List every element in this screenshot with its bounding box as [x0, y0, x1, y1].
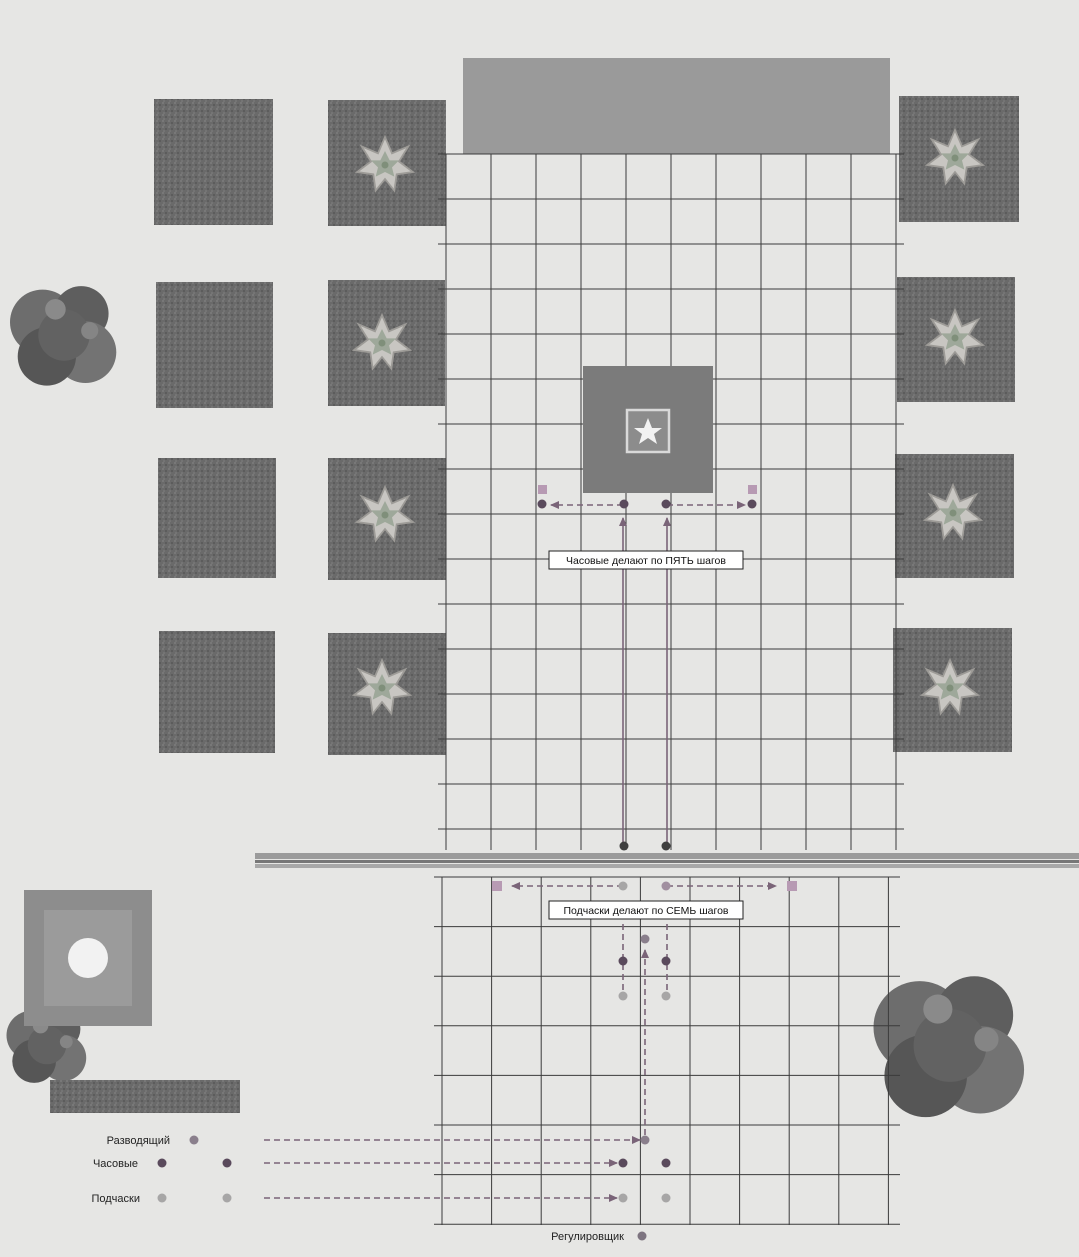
flower-bed	[328, 458, 446, 580]
sentry-dot	[619, 957, 628, 966]
flower-bed	[899, 96, 1019, 222]
legend-traffic-controller-dot	[638, 1232, 647, 1241]
flower-bed	[895, 454, 1014, 578]
sentry-dot	[748, 500, 757, 509]
sentry-dot	[620, 500, 629, 509]
turn-marker	[748, 485, 757, 494]
legend-sentry-dot	[158, 1159, 167, 1168]
fountain-icon	[68, 938, 108, 978]
flower-bed	[328, 280, 445, 406]
legend-assistant-dot	[223, 1194, 232, 1203]
annotation-sentries-text: Часовые делают по ПЯТЬ шагов	[566, 555, 726, 567]
sentry-dot	[662, 1159, 671, 1168]
flower-bed	[897, 277, 1015, 402]
assistant-dot	[662, 1194, 671, 1203]
assistant-dot	[662, 882, 671, 891]
legend-traffic-controller: Регулировщик	[551, 1231, 624, 1243]
lawn-square	[159, 631, 275, 753]
assistant-dot	[619, 1194, 628, 1203]
sentry-dot	[538, 500, 547, 509]
tree-icon	[874, 976, 1025, 1117]
flower-bed	[328, 633, 446, 755]
flower-bed	[893, 628, 1012, 752]
sentry-dot	[662, 957, 671, 966]
annotation-assistants: Подчаски делают по СЕМЬ шагов	[549, 901, 743, 919]
annotation-sentries: Часовые делают по ПЯТЬ шагов	[549, 551, 743, 569]
turn-marker	[492, 881, 502, 891]
separator-band	[255, 853, 1079, 868]
flower-bed	[328, 100, 446, 226]
lawn-square	[156, 282, 273, 408]
sentry-dot	[662, 500, 671, 509]
legend-guard-commander: Разводящий	[107, 1135, 170, 1147]
turn-marker	[538, 485, 547, 494]
guard-commander-dot	[641, 1136, 650, 1145]
tree-icon	[10, 286, 116, 385]
guard-commander-dot	[641, 935, 650, 944]
sentry-dot	[619, 1159, 628, 1168]
turn-marker	[787, 881, 797, 891]
monument	[583, 366, 713, 493]
sentry-dot	[620, 842, 629, 851]
lawn-square	[154, 99, 273, 225]
lawn-square	[158, 458, 276, 578]
legend-sentry-dot	[223, 1159, 232, 1168]
legend-assistants: Подчаски	[91, 1193, 140, 1205]
annotation-assistants-text: Подчаски делают по СЕМЬ шагов	[563, 905, 728, 917]
assistant-dot	[619, 992, 628, 1001]
legend-assistant-dot	[158, 1194, 167, 1203]
assistant-dot	[662, 992, 671, 1001]
assistant-dot	[619, 882, 628, 891]
legend-guard-commander-dot	[190, 1136, 199, 1145]
legend-sentries: Часовые	[93, 1158, 138, 1170]
header-band	[463, 58, 890, 154]
sentry-dot	[662, 842, 671, 851]
